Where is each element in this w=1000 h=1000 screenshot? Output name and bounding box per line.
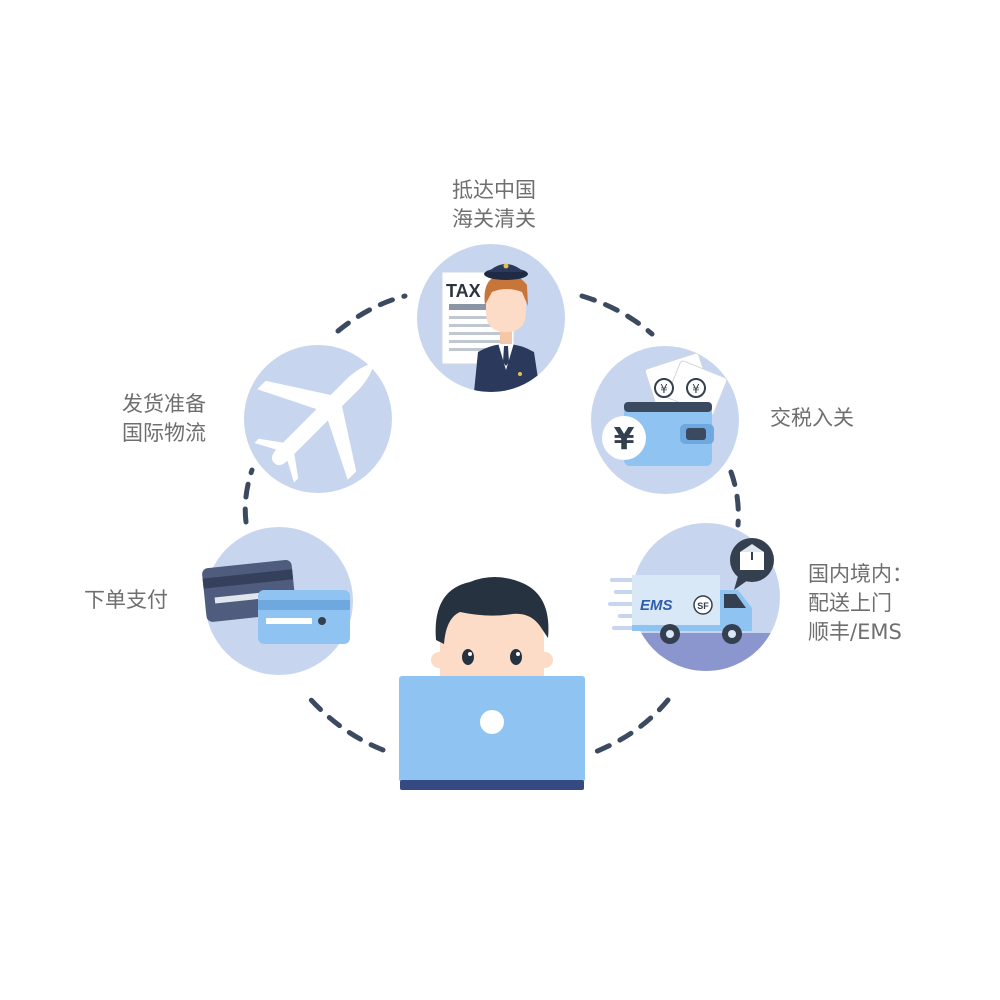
connector-order-to-shipping: [242, 467, 255, 525]
yuan-coin-icon: ¥: [614, 422, 635, 457]
connector-clearance-to-tax: [579, 293, 655, 337]
step-order-payment: [202, 527, 353, 675]
user-avatar-icon: [431, 577, 553, 690]
label-clearance-line1: 抵达中国: [452, 178, 536, 202]
tax-sign-text: TAX: [446, 281, 481, 301]
label-shipping: 发货准备 国际物流: [122, 390, 206, 448]
ems-logo-text: EMS: [640, 597, 673, 614]
step-shipping: [244, 345, 392, 493]
sf-logo-text: SF: [697, 601, 709, 611]
laptop-icon: [399, 676, 585, 790]
coin-symbol-2: ¥: [692, 382, 700, 396]
banknote-icon: ¥ ¥: [644, 352, 728, 416]
step-domestic-delivery: EMS SF: [608, 523, 780, 671]
wallet-icon: ¥: [602, 402, 714, 466]
user-with-laptop: [399, 577, 585, 790]
connector-tax-to-delivery: [728, 469, 741, 528]
label-customs-clearance: 抵达中国 海关清关: [438, 176, 550, 234]
label-shipping-line1: 发货准备: [122, 392, 206, 416]
step-customs-clearance: TAX: [417, 244, 565, 392]
step-tax-entry: ¥ ¥ ¥: [591, 346, 739, 494]
label-delivery-line1: 国内境内：: [808, 562, 913, 586]
parcel-bubble-icon: [730, 538, 774, 590]
label-tax-line1: 交税入关: [770, 406, 854, 430]
connector-user-to-order: [302, 690, 386, 753]
coin-symbol-1: ¥: [660, 382, 668, 396]
label-delivery-line2: 配送上门: [808, 591, 892, 615]
customs-officer-icon: [474, 263, 540, 392]
airplane-icon: [254, 363, 374, 483]
label-clearance-line2: 海关清关: [452, 207, 536, 231]
dashed-connectors: [242, 293, 741, 755]
label-order-payment: 下单支付: [84, 586, 168, 615]
label-delivery-line3: 顺丰/EMS: [808, 620, 902, 644]
delivery-truck-icon: EMS SF: [632, 575, 752, 644]
label-domestic-delivery: 国内境内： 配送上门 顺丰/EMS: [808, 560, 913, 647]
connector-delivery-to-user: [592, 697, 671, 755]
connector-shipping-to-clearance: [335, 293, 408, 334]
label-tax-entry: 交税入关: [770, 404, 854, 433]
label-order-line1: 下单支付: [84, 588, 168, 612]
label-shipping-line2: 国际物流: [122, 421, 206, 445]
credit-card-front-icon: [258, 590, 350, 644]
